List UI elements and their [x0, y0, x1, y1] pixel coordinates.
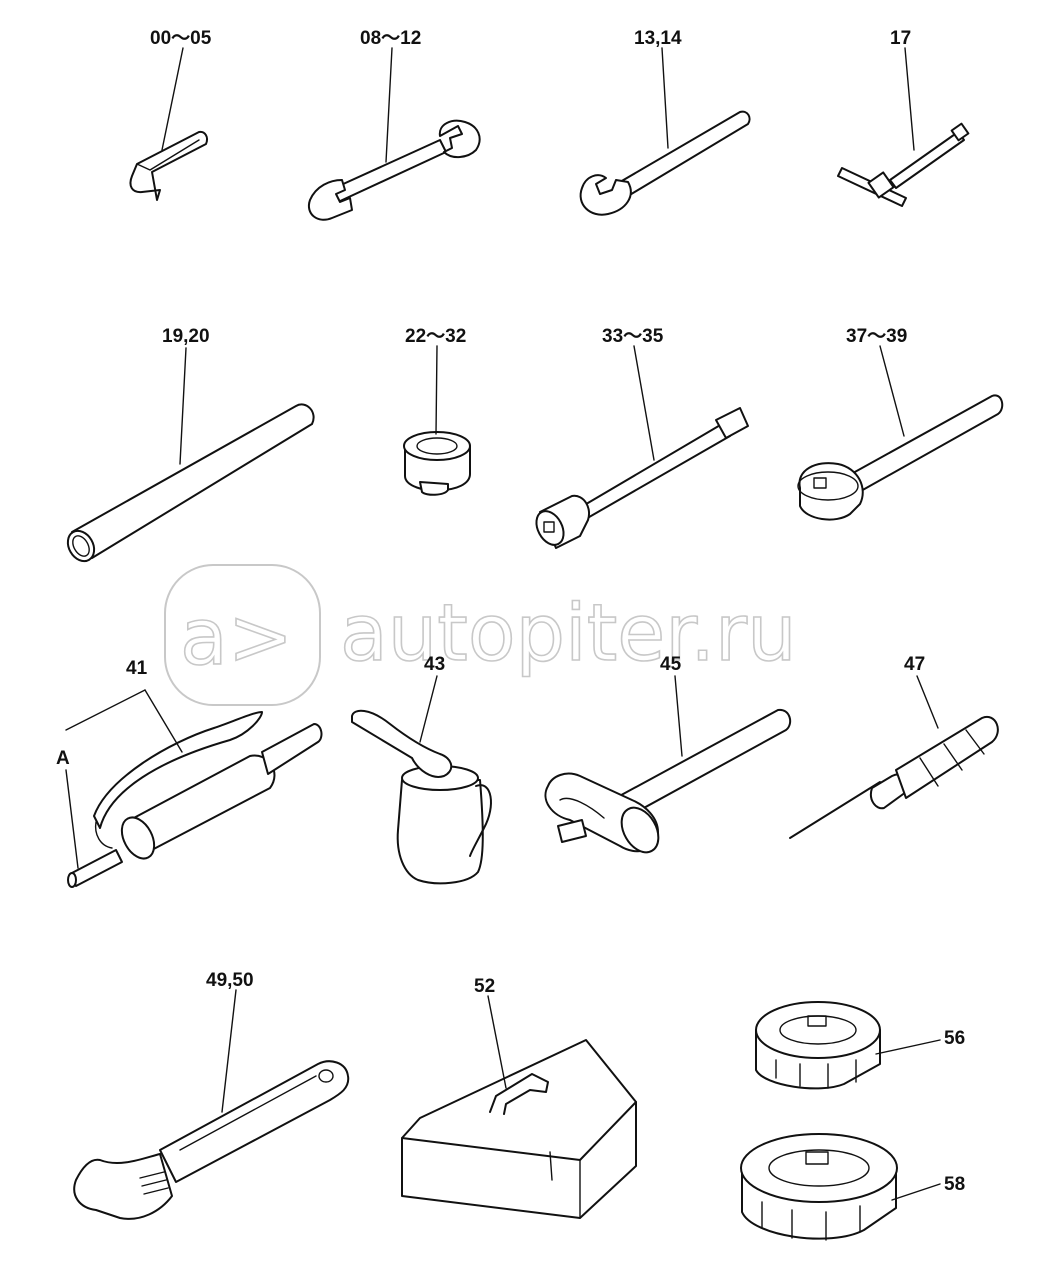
bar-drawing [66, 403, 315, 563]
open-wrench-single-drawing [579, 110, 751, 216]
screwdriver-drawing [789, 715, 999, 839]
ratchet-drawing [797, 394, 1004, 521]
label-43: 43 [424, 654, 445, 675]
watermark-logo-frame [164, 564, 321, 706]
label-47: 47 [904, 654, 925, 675]
leader-19-20 [179, 347, 187, 465]
label-13-14: 13,14 [634, 28, 682, 49]
label-37-39: 37～39 [846, 326, 907, 347]
leader-33-35 [633, 345, 655, 461]
label-a: A [56, 748, 70, 769]
leader-00-05 [161, 47, 184, 151]
watermark: a> autopiter.ru [164, 564, 797, 706]
leader-a [65, 769, 79, 869]
oil-can-drawing [351, 709, 492, 885]
watermark-logo-text: a> [180, 593, 293, 683]
filter-wrench-small-drawing [755, 1001, 881, 1090]
watermark-site-text: autopiter.ru [340, 589, 797, 679]
leader-08-12 [385, 47, 393, 163]
leader-58 [891, 1183, 941, 1201]
extension-drawing [535, 407, 749, 549]
leader-17 [904, 47, 915, 151]
leader-49-50 [221, 989, 237, 1113]
socket-drawing [403, 431, 471, 496]
label-08-12: 08～12 [360, 28, 421, 49]
leader-41-a [65, 689, 146, 731]
adjustable-wrench-drawing [73, 1060, 350, 1220]
hammer-drawing [544, 708, 792, 854]
leader-13-14 [661, 47, 669, 149]
label-41: 41 [126, 658, 148, 679]
label-49-50: 49,50 [206, 970, 254, 991]
leader-22-32 [435, 345, 438, 435]
grease-gun-drawing [67, 711, 323, 888]
leader-47 [916, 675, 939, 729]
label-45: 45 [660, 654, 682, 675]
label-56: 56 [944, 1028, 965, 1049]
leader-41-b [144, 689, 183, 753]
filter-wrench-large-drawing [740, 1133, 898, 1241]
label-22-32: 22～32 [405, 326, 466, 347]
leader-56 [875, 1039, 941, 1055]
tool-box-drawing [401, 1039, 637, 1219]
label-33-35: 33～35 [602, 326, 664, 347]
leader-37-39 [879, 345, 905, 437]
leader-52 [487, 995, 507, 1089]
label-19-20: 19,20 [162, 326, 210, 347]
label-17: 17 [890, 28, 911, 49]
label-52: 52 [474, 976, 495, 997]
leader-45 [674, 675, 683, 757]
label-58: 58 [944, 1174, 965, 1195]
leader-43 [419, 675, 438, 743]
hex-key-drawing [129, 130, 209, 201]
label-00-05: 00～05 [150, 28, 212, 49]
open-wrench-double-drawing [307, 119, 481, 221]
t-wrench-drawing [837, 122, 970, 207]
